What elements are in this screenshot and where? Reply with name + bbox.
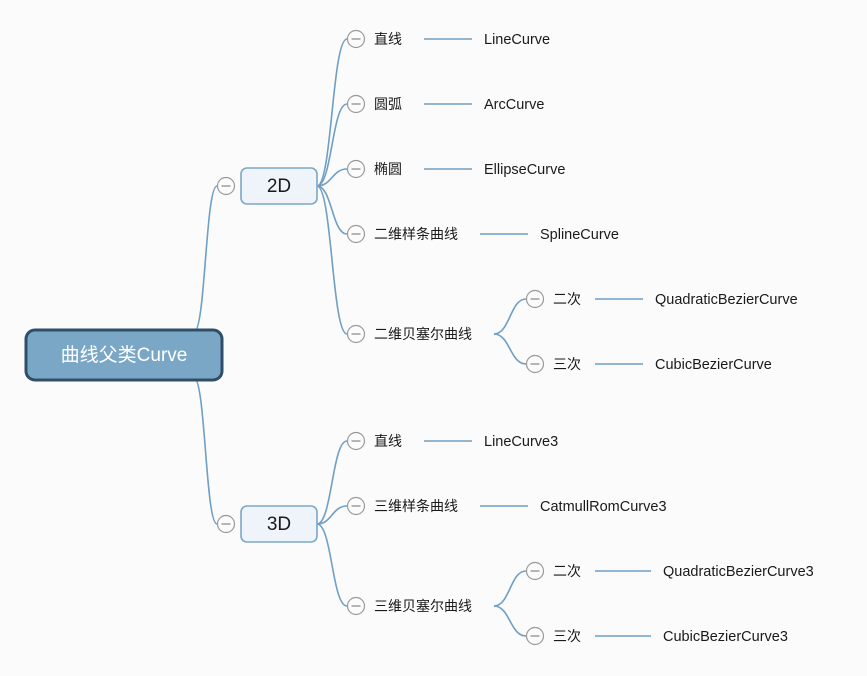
child-en-label-7-0: QuadraticBezierCurve3: [663, 564, 814, 580]
toggle-node-5[interactable]: [346, 431, 366, 451]
toggle-node-7-child-1[interactable]: [525, 626, 545, 646]
edge-2d-to-node-4: [316, 185, 348, 335]
branch-node-3d[interactable]: [240, 505, 318, 543]
branch-node-label-2d: 2D: [267, 176, 291, 197]
child-en-label-7-1: CubicBezierCurve3: [663, 629, 788, 645]
child-cn-label-7-1: 三次: [553, 629, 581, 645]
edge-3d-to-node-6: [316, 505, 348, 525]
edge-2d-to-node-2: [316, 168, 348, 187]
toggle-node-4[interactable]: [346, 324, 366, 344]
edge-3d-to-node-5: [316, 440, 348, 525]
node-cn-label-1: 圆弧: [374, 97, 402, 113]
node-cn-label-3: 二维样条曲线: [374, 226, 458, 243]
node-en-label-2: EllipseCurve: [484, 162, 565, 178]
toggle-node-6[interactable]: [346, 496, 366, 516]
edge-3d-to-node-7: [316, 523, 348, 607]
node-cn-label-5: 直线: [374, 433, 402, 450]
branch-node-label-3d: 3D: [267, 514, 291, 535]
child-en-label-4-0: QuadraticBezierCurve: [655, 292, 798, 308]
node-en-label-3: SplineCurve: [540, 227, 619, 243]
child-en-label-4-1: CubicBezierCurve: [655, 357, 772, 373]
child-cn-label-4-0: 二次: [553, 292, 581, 308]
node-cn-label-2: 椭圆: [374, 162, 402, 178]
edge-node-7-to-child-0: [493, 570, 527, 607]
node-cn-label-7: 三维贝塞尔曲线: [374, 598, 472, 615]
edge-root-to-2d: [193, 185, 218, 333]
toggle-node-4-child-0[interactable]: [525, 289, 545, 309]
edge-node-4-to-child-0: [493, 298, 527, 335]
edges-layer: [193, 38, 651, 637]
toggle-node-0[interactable]: [346, 29, 366, 49]
toggle-3d[interactable]: [216, 514, 236, 534]
toggle-node-4-child-1[interactable]: [525, 354, 545, 374]
node-en-label-6: CatmullRomCurve3: [540, 499, 667, 515]
edge-2d-to-node-3: [316, 185, 348, 235]
toggle-node-3[interactable]: [346, 224, 366, 244]
child-cn-label-4-1: 三次: [553, 357, 581, 373]
edge-2d-to-node-0: [316, 38, 348, 187]
edge-2d-to-node-1: [316, 103, 348, 187]
root-node[interactable]: [24, 328, 224, 382]
edge-node-4-to-child-1: [493, 333, 527, 365]
edge-root-to-3d: [193, 377, 218, 525]
child-cn-label-7-0: 二次: [553, 564, 581, 580]
toggle-node-7[interactable]: [346, 596, 366, 616]
node-en-label-1: ArcCurve: [484, 97, 544, 113]
toggle-2d[interactable]: [216, 176, 236, 196]
nodes-layer: 曲线父类Curve 2D 3D 直线 LineCurve 圆弧 ArcCurve 椭圆 Elli…: [24, 29, 814, 646]
root-node-label: 曲线父类Curve: [61, 344, 188, 366]
node-cn-label-0: 直线: [374, 31, 402, 48]
toggle-node-2[interactable]: [346, 159, 366, 179]
toggle-node-1[interactable]: [346, 94, 366, 114]
node-en-label-0: LineCurve: [484, 32, 550, 48]
node-cn-label-6: 三维样条曲线: [374, 498, 458, 515]
node-cn-label-4: 二维贝塞尔曲线: [374, 326, 472, 343]
branch-node-2d[interactable]: [240, 167, 318, 205]
edge-node-7-to-child-1: [493, 605, 527, 637]
toggle-node-7-child-0[interactable]: [525, 561, 545, 581]
node-en-label-5: LineCurve3: [484, 434, 558, 450]
